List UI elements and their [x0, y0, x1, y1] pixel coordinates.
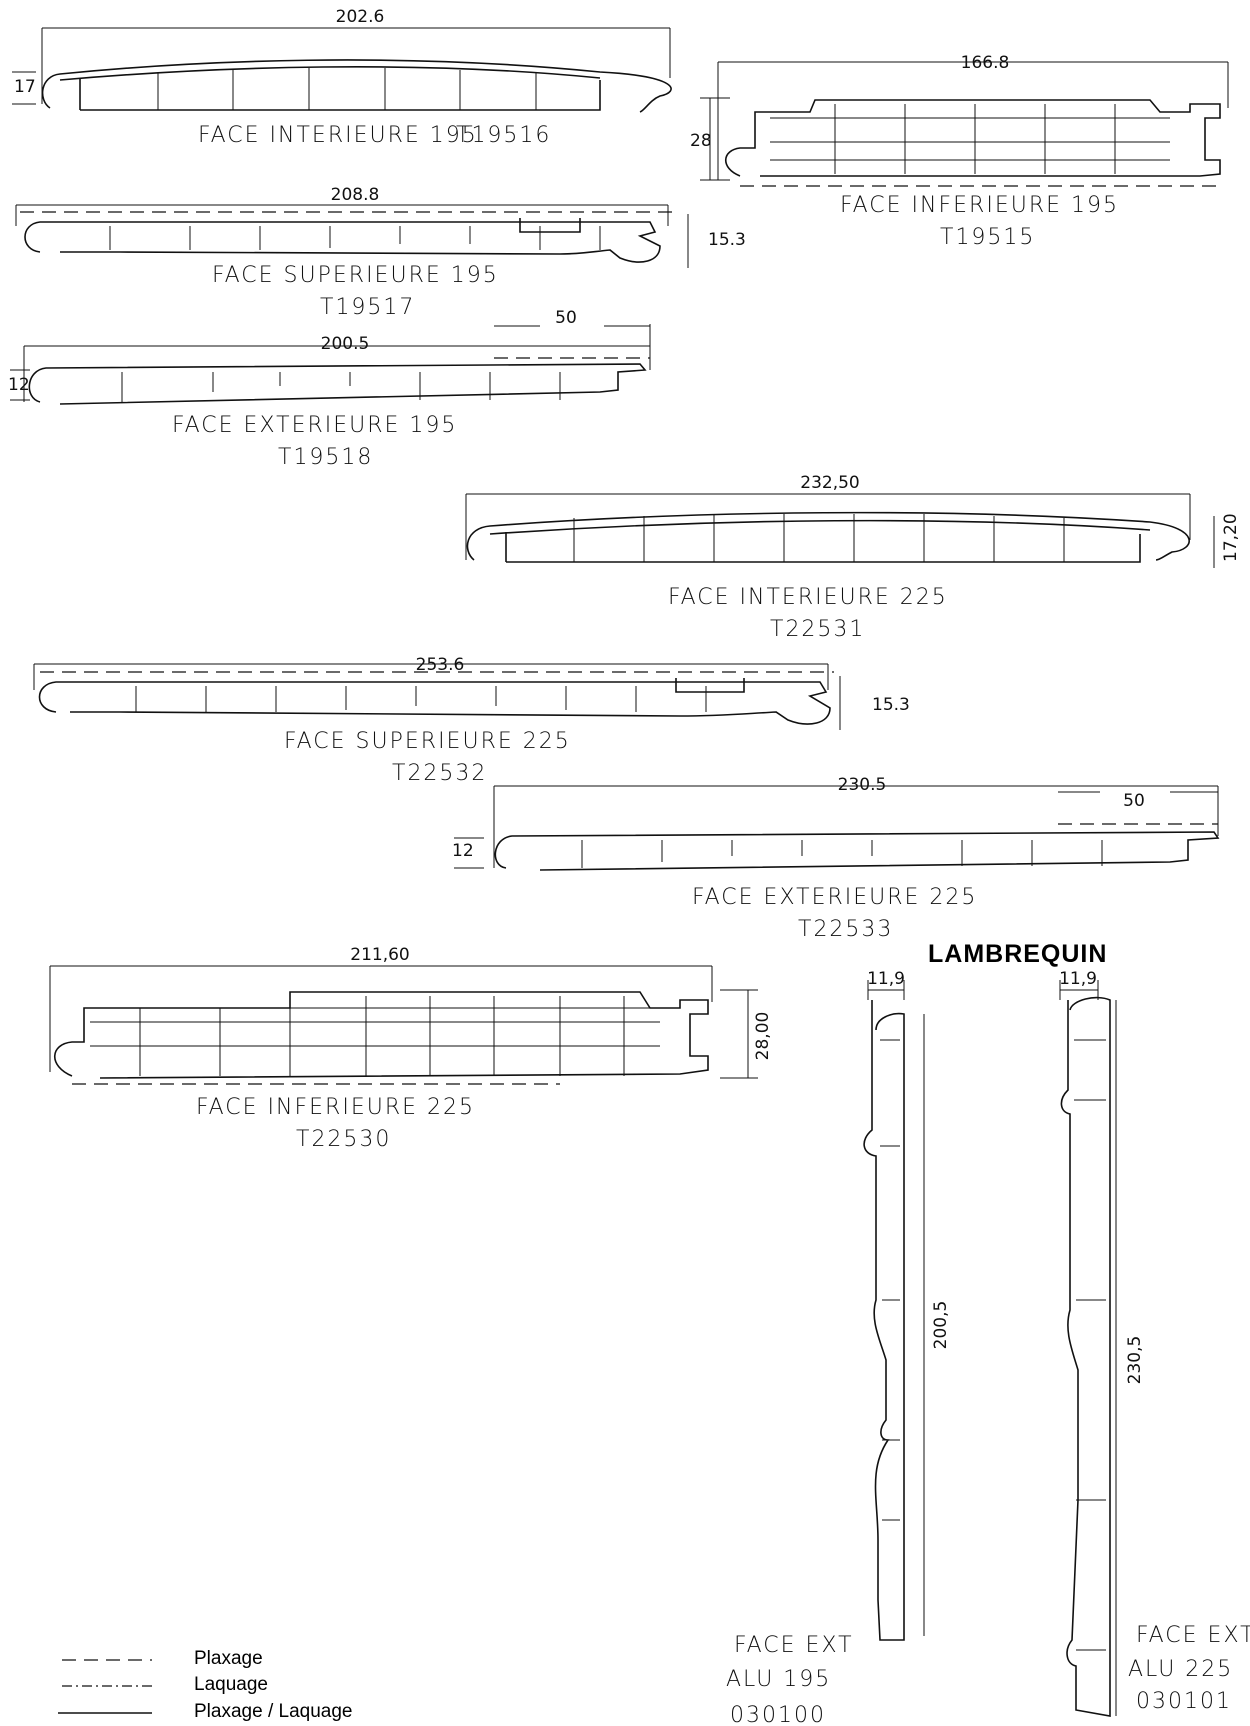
dimension-width: 208.8	[331, 185, 380, 205]
legend-label: Plaxage / Laquage	[194, 1701, 352, 1722]
lambrequin-alu-225: 11,9 230,5 FACE EXT ALU 225 030101	[1059, 969, 1250, 1717]
legend-label: Laquage	[194, 1674, 268, 1695]
profile-face-superieure-225: 253.6 15.3 FACE SUPERIEURE 225 T22532	[33, 655, 910, 786]
legend-item-laquage: Laquage	[62, 1674, 268, 1695]
profile-label: FACE EXT	[734, 1633, 854, 1658]
dimension-width: 11,9	[1059, 969, 1097, 989]
profile-label: FACE EXT	[1136, 1623, 1250, 1648]
dimension-offset: 50	[555, 308, 577, 328]
dimension-offset: 50	[1123, 791, 1145, 811]
dimension-height: 17,20	[1221, 513, 1241, 562]
profile-reference: T22532	[392, 761, 487, 786]
dimension-height: 28,00	[753, 1012, 773, 1061]
dimension-height: 17	[14, 77, 36, 97]
dimension-width: 211,60	[350, 945, 409, 965]
legend-item-plaxage-laquage: Plaxage / Laquage	[58, 1701, 352, 1722]
profile-label: FACE INFERIEURE 225	[196, 1095, 475, 1120]
lambrequin-alu-195: 11,9 200,5 FACE EXT ALU 195 030100	[726, 969, 951, 1726]
profile-label: FACE INFERIEURE 195	[840, 193, 1119, 218]
profile-label: FACE INTERIEURE 225	[668, 585, 948, 610]
profile-reference: T19517	[320, 295, 415, 320]
dimension-width: 202.6	[336, 7, 385, 27]
profile-reference: T22530	[296, 1127, 391, 1152]
profile-face-interieure-195: 202.6 17 FACE INTERIEURE 195 T19516	[12, 7, 672, 148]
profile-reference: T22533	[798, 917, 893, 942]
legend-label: Plaxage	[194, 1648, 263, 1669]
profile-label: FACE INTERIEURE 195	[198, 123, 478, 148]
profile-face-exterieure-225: 230.5 50 12 FACE EXTERIEURE 225 T22533	[452, 775, 1220, 942]
profile-reference: T22531	[770, 617, 865, 642]
legend-item-plaxage: Plaxage	[62, 1648, 263, 1669]
profile-label: FACE EXTERIEURE 225	[692, 885, 977, 910]
profile-reference: 030101	[1136, 1689, 1232, 1714]
profile-face-inferieure-195: 166.8 28 FACE INFERIEURE 195 T19515	[690, 53, 1229, 250]
section-title: LAMBREQUIN	[928, 940, 1107, 968]
profile-reference: 030100	[730, 1703, 826, 1726]
profile-reference: T19515	[940, 225, 1035, 250]
dimension-height: 12	[8, 375, 30, 395]
profile-subtitle: ALU 195	[726, 1667, 831, 1692]
dimension-height: 200,5	[931, 1301, 951, 1350]
dimension-height: 15.3	[708, 230, 746, 250]
dimension-height: 12	[452, 841, 474, 861]
profile-face-interieure-225: 232,50 17,20 FACE INTERIEURE 225 T22531	[465, 473, 1241, 642]
legend: Plaxage Laquage Plaxage / Laquage	[58, 1648, 352, 1722]
profile-face-exterieure-195: 200.5 50 12 FACE EXTERIEURE 195 T19518	[8, 308, 651, 470]
profile-face-superieure-195: 208.8 15.3 FACE SUPERIEURE 195 T19517	[15, 185, 746, 320]
dimension-height: 15.3	[872, 695, 910, 715]
dimension-height: 230,5	[1125, 1336, 1145, 1385]
dimension-width: 253.6	[416, 655, 465, 675]
profile-label: FACE SUPERIEURE 195	[212, 263, 499, 288]
profile-label: FACE EXTERIEURE 195	[172, 413, 457, 438]
dimension-width: 200.5	[321, 334, 370, 354]
profile-label: FACE SUPERIEURE 225	[284, 729, 571, 754]
profile-reference: T19518	[278, 445, 373, 470]
dimension-height: 28	[690, 131, 712, 151]
dimension-width: 166.8	[961, 53, 1010, 73]
profile-face-inferieure-225: 211,60 28,00 FACE INFERIEURE 225 T22530	[49, 945, 773, 1152]
dimension-width: 232,50	[800, 473, 859, 493]
profile-reference: T19516	[456, 123, 551, 148]
dimension-width: 11,9	[867, 969, 905, 989]
dimension-width: 230.5	[838, 775, 887, 795]
profile-subtitle: ALU 225	[1128, 1657, 1233, 1682]
